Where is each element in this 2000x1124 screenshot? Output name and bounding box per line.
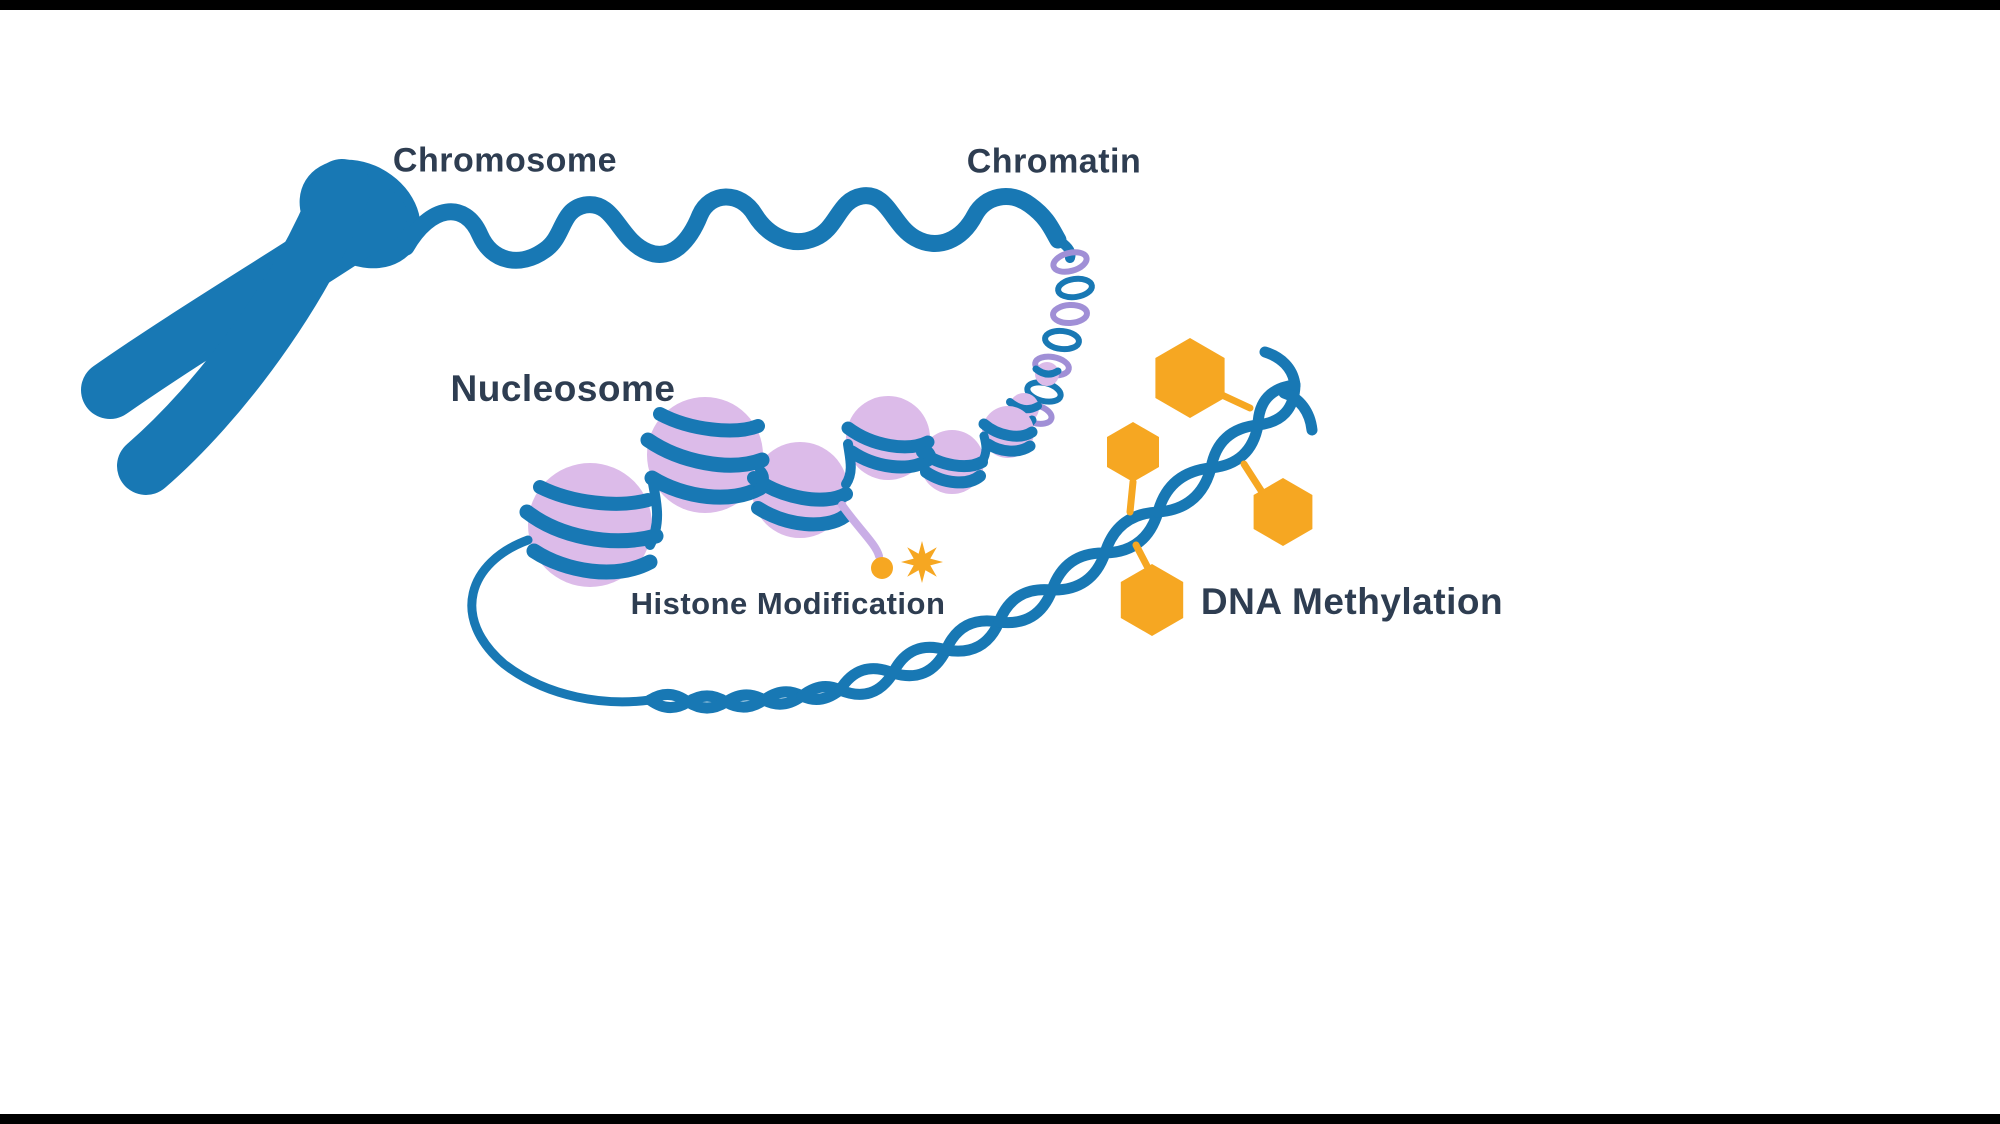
nucleosome-label: Nucleosome [450, 368, 676, 409]
methyl-group-icon [1107, 422, 1159, 482]
nucleosome-beads [467, 396, 1038, 707]
histone-modification-label: Histone Modification [630, 586, 946, 621]
letterbox-bottom-bar [0, 1114, 2000, 1124]
dna-helix [644, 346, 1318, 714]
methyl-group-icon [1253, 478, 1313, 546]
methylation-marks [1107, 338, 1313, 636]
chromatin-label: Chromatin [966, 142, 1142, 181]
chromosome-shape [81, 159, 421, 495]
chromosome-label: Chromosome [392, 141, 618, 180]
letterbox-top-bar [0, 0, 2000, 10]
methyl-group-icon [1120, 564, 1184, 636]
modification-dot-icon [871, 557, 893, 579]
dna-methylation-label: DNA Methylation [1200, 581, 1504, 622]
methyl-group-icon [1155, 338, 1225, 418]
histone-tail [838, 501, 883, 560]
histone-modification-marks [838, 501, 943, 583]
modification-burst-icon [901, 541, 943, 583]
